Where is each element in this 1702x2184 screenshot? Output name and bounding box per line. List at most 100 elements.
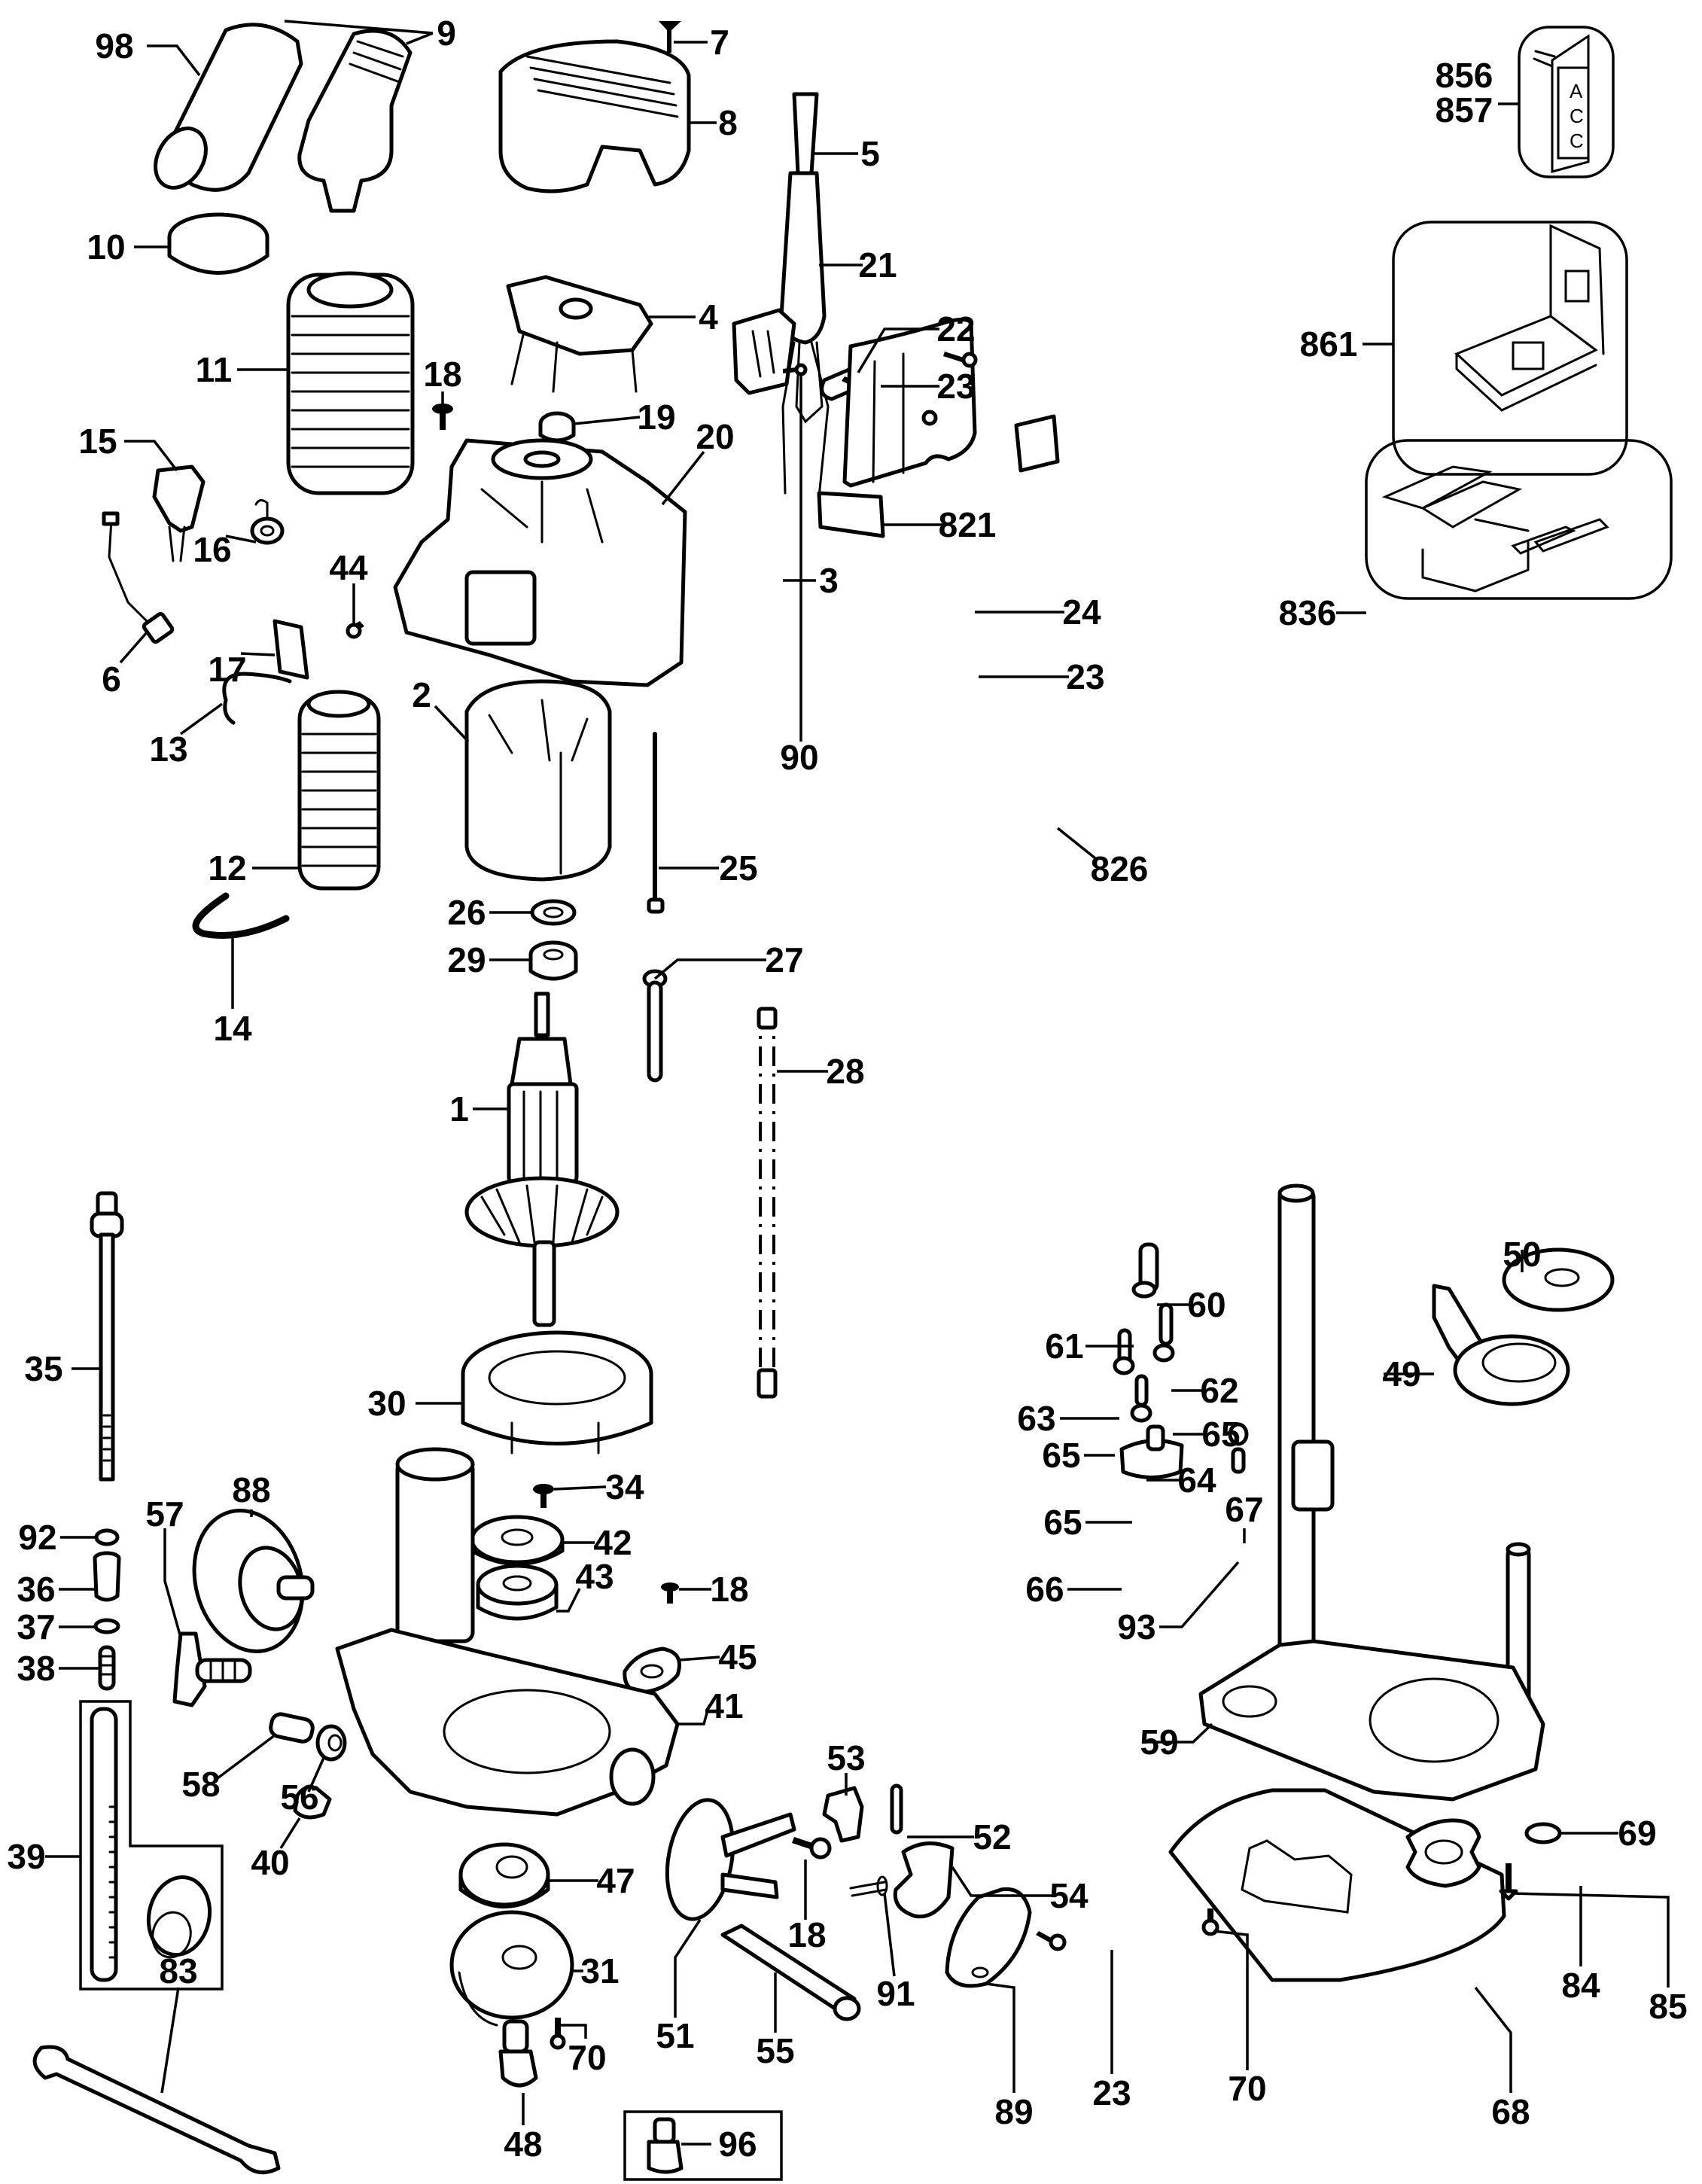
callout-58: 58 <box>181 1765 220 1804</box>
callout-45: 45 <box>718 1637 757 1677</box>
part-84-template-guide <box>1405 1818 1481 1888</box>
callout-56: 56 <box>280 1777 318 1817</box>
callout-12: 12 <box>208 848 246 888</box>
part-26-washer <box>530 899 577 926</box>
callout-51: 51 <box>656 2016 694 2055</box>
callout-98: 98 <box>95 26 133 65</box>
callout-13: 13 <box>149 730 187 769</box>
part-98-hose-adapter <box>154 23 303 192</box>
part-53-latch <box>822 1786 864 1843</box>
callout-88: 88 <box>232 1470 270 1509</box>
part-51-handle <box>665 1798 796 1921</box>
part-55-lock-shaft <box>720 1924 861 2021</box>
part-90-screw <box>783 363 808 376</box>
callout-labels: 98 9 7 8 5 10 21 4 22 23 11 18 19 20 15 … <box>7 14 1687 2164</box>
part-856-857-accessory-label-box: A C C <box>1518 26 1615 178</box>
part-59-plunge-base <box>1198 1183 1545 1802</box>
callout-69: 69 <box>1618 1814 1656 1853</box>
callout-42: 42 <box>593 1523 632 1562</box>
callout-26: 26 <box>447 893 486 932</box>
part-13-clip <box>222 672 292 725</box>
callout-857: 857 <box>1436 90 1493 129</box>
part-45-plate <box>623 1646 681 1695</box>
part-7-screw <box>659 21 681 53</box>
acc-letter-2: C <box>1570 105 1584 127</box>
part-96-collet-box <box>623 2110 783 2181</box>
callout-44: 44 <box>329 548 368 587</box>
callout-84: 84 <box>1561 1966 1600 2005</box>
callout-35: 35 <box>24 1349 62 1388</box>
callout-23-middle: 23 <box>1066 657 1104 696</box>
part-23-screw-c <box>1036 1931 1067 1951</box>
part-3-switch <box>732 308 796 395</box>
callout-40: 40 <box>251 1843 289 1882</box>
part-29-bearing <box>528 940 578 981</box>
part-18-screw-c <box>792 1837 832 1860</box>
callout-20: 20 <box>696 417 734 456</box>
callout-856: 856 <box>1436 56 1493 95</box>
callout-34: 34 <box>605 1467 644 1506</box>
callout-67: 67 <box>1225 1490 1263 1529</box>
part-25-screw <box>647 732 665 914</box>
callout-23-lower: 23 <box>1092 2073 1131 2112</box>
part-861-carry-case-box <box>1392 221 1628 476</box>
part-40-cap <box>293 1785 332 1820</box>
part-88-knob <box>192 1508 315 1654</box>
part-28-rod <box>757 1007 778 1399</box>
part-20-motor-housing <box>393 438 687 687</box>
part-17-label <box>273 619 309 680</box>
part-66-turret <box>1119 1424 1184 1479</box>
part-69-retaining-clip <box>1524 1822 1562 1844</box>
callout-31: 31 <box>580 1951 619 1991</box>
part-24-switch-cover <box>842 318 977 488</box>
callout-92: 92 <box>18 1518 56 1557</box>
callout-41: 41 <box>705 1686 743 1726</box>
leader-lines <box>45 20 1670 2146</box>
callout-5: 5 <box>860 134 880 173</box>
part-9-elbow <box>297 29 413 213</box>
callout-16: 16 <box>193 530 231 569</box>
callout-6: 6 <box>102 659 121 699</box>
callout-4: 4 <box>699 297 718 337</box>
part-18-screw <box>432 404 453 430</box>
part-89-cover-plate <box>945 1887 1032 1988</box>
callout-66: 66 <box>1025 1570 1064 1609</box>
callout-36: 36 <box>17 1570 55 1609</box>
part-65-nut-a <box>1152 1343 1175 1363</box>
part-6-carbon-brush <box>102 511 175 644</box>
acc-letter-3: C <box>1570 129 1584 152</box>
callout-28: 28 <box>826 1052 864 1091</box>
part-836-toolbox-box <box>1365 439 1673 600</box>
callout-49: 49 <box>1382 1354 1420 1394</box>
callout-50: 50 <box>1503 1235 1541 1274</box>
part-42-flange <box>470 1515 565 1566</box>
part-10-cap <box>167 212 269 275</box>
part-83-wrench <box>32 2045 281 2175</box>
part-44-screw <box>346 621 364 639</box>
callout-2: 2 <box>412 675 431 714</box>
part-37-washer <box>93 1618 120 1634</box>
callout-24: 24 <box>1062 592 1101 632</box>
callout-29: 29 <box>447 940 486 979</box>
callout-63: 63 <box>1017 1399 1055 1438</box>
part-38-spring <box>98 1645 116 1691</box>
part-67-ball <box>1228 1422 1249 1446</box>
part-4-brush-plate <box>506 275 653 393</box>
part-8-cap <box>498 39 691 193</box>
callout-18-lower: 18 <box>787 1915 826 1954</box>
callout-39: 39 <box>7 1837 45 1876</box>
part-27-pin <box>642 969 668 1083</box>
callout-65-c: 65 <box>1043 1503 1082 1542</box>
part-91-spring <box>849 1875 888 1897</box>
callout-57: 57 <box>145 1494 184 1534</box>
part-39-rack-kit-box <box>79 1700 224 1991</box>
part-1-armature <box>464 991 620 1327</box>
callout-821: 821 <box>939 505 997 544</box>
callout-70-left: 70 <box>568 2038 606 2077</box>
callout-60: 60 <box>1187 1285 1226 1324</box>
part-52-pin <box>890 1783 903 1835</box>
callout-9: 9 <box>437 14 456 53</box>
callout-83: 83 <box>159 1951 197 1991</box>
part-54-lever <box>893 1841 955 1919</box>
part-64-screw <box>1134 1374 1149 1407</box>
